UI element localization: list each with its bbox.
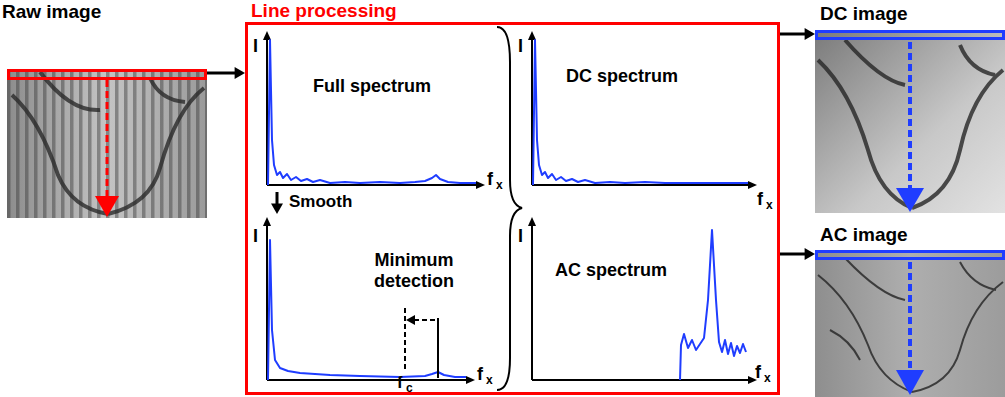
line-marker [9,71,206,79]
arrow-head [235,67,245,79]
node-text: Line processing [251,0,397,22]
curly-brace [497,27,522,390]
axis-label: I [518,37,523,55]
flow-arrow [207,67,245,79]
flow-arrow [271,192,283,214]
arrow-shaft [276,192,279,204]
spectrum-plot: Minimum detection [262,216,472,386]
node-text: AC image [820,224,908,246]
flow-arrow [780,248,815,260]
spectrum-curve [268,40,748,380]
scan-arrow-shaft [106,80,109,198]
search-arrow [414,319,435,321]
spectrum-plot: DC spectrum [527,30,755,190]
edge-label: Smooth [287,192,354,211]
scan-arrow-head [896,188,924,212]
line-marker [817,252,1004,259]
node-text: Raw image [2,1,101,23]
image-panel: DC image [815,30,1005,213]
axis-label: c [406,382,413,394]
node-text: AC spectrum [555,260,667,281]
arrow-shaft [780,33,805,36]
axis-label: x [486,374,493,386]
arrow-shaft [207,72,235,75]
axis-label: f [477,365,483,383]
arrow-head [805,28,815,40]
axis-label: x [766,199,773,211]
scan-arrow-head [95,196,119,217]
node-text: Full spectrum [313,76,431,97]
search-arrowhead [406,315,415,325]
axis-label: f [757,190,763,208]
scan-arrow-shaft [908,262,912,372]
axis-label: f [397,374,403,391]
arrow-shaft [780,253,805,256]
vein-lines [12,72,204,214]
line-marker [817,32,1004,39]
axis-label: I [253,227,258,245]
arrow-head [271,204,283,214]
plot-axes [267,38,750,380]
flow-arrow [780,28,815,40]
peak-marker [437,318,439,378]
spectrum-plot: AC spectrum [527,216,755,386]
raw-image [7,69,207,218]
ac-image [815,250,1005,397]
dc-image [815,30,1005,213]
axis-label: f [487,170,493,188]
fringe-stripes [7,69,207,218]
axis-label: x [764,372,771,384]
axis-label: I [518,227,523,245]
axis-label: f [755,363,761,381]
node-text: Minimum detection [360,250,468,291]
image-panel: AC image [815,250,1005,397]
axis-label: I [253,37,258,55]
vein-lines [818,40,1003,208]
cutoff-marker [404,308,406,371]
axis-label: x [496,179,503,191]
image-panel: Raw image [7,69,207,218]
scan-arrow-shaft [908,42,912,190]
node-text: DC spectrum [566,66,678,87]
spectrum-plot: Full spectrum [262,30,484,190]
scan-arrow-head [896,370,924,395]
arrow-head [805,248,815,260]
node-text: DC image [820,3,908,25]
